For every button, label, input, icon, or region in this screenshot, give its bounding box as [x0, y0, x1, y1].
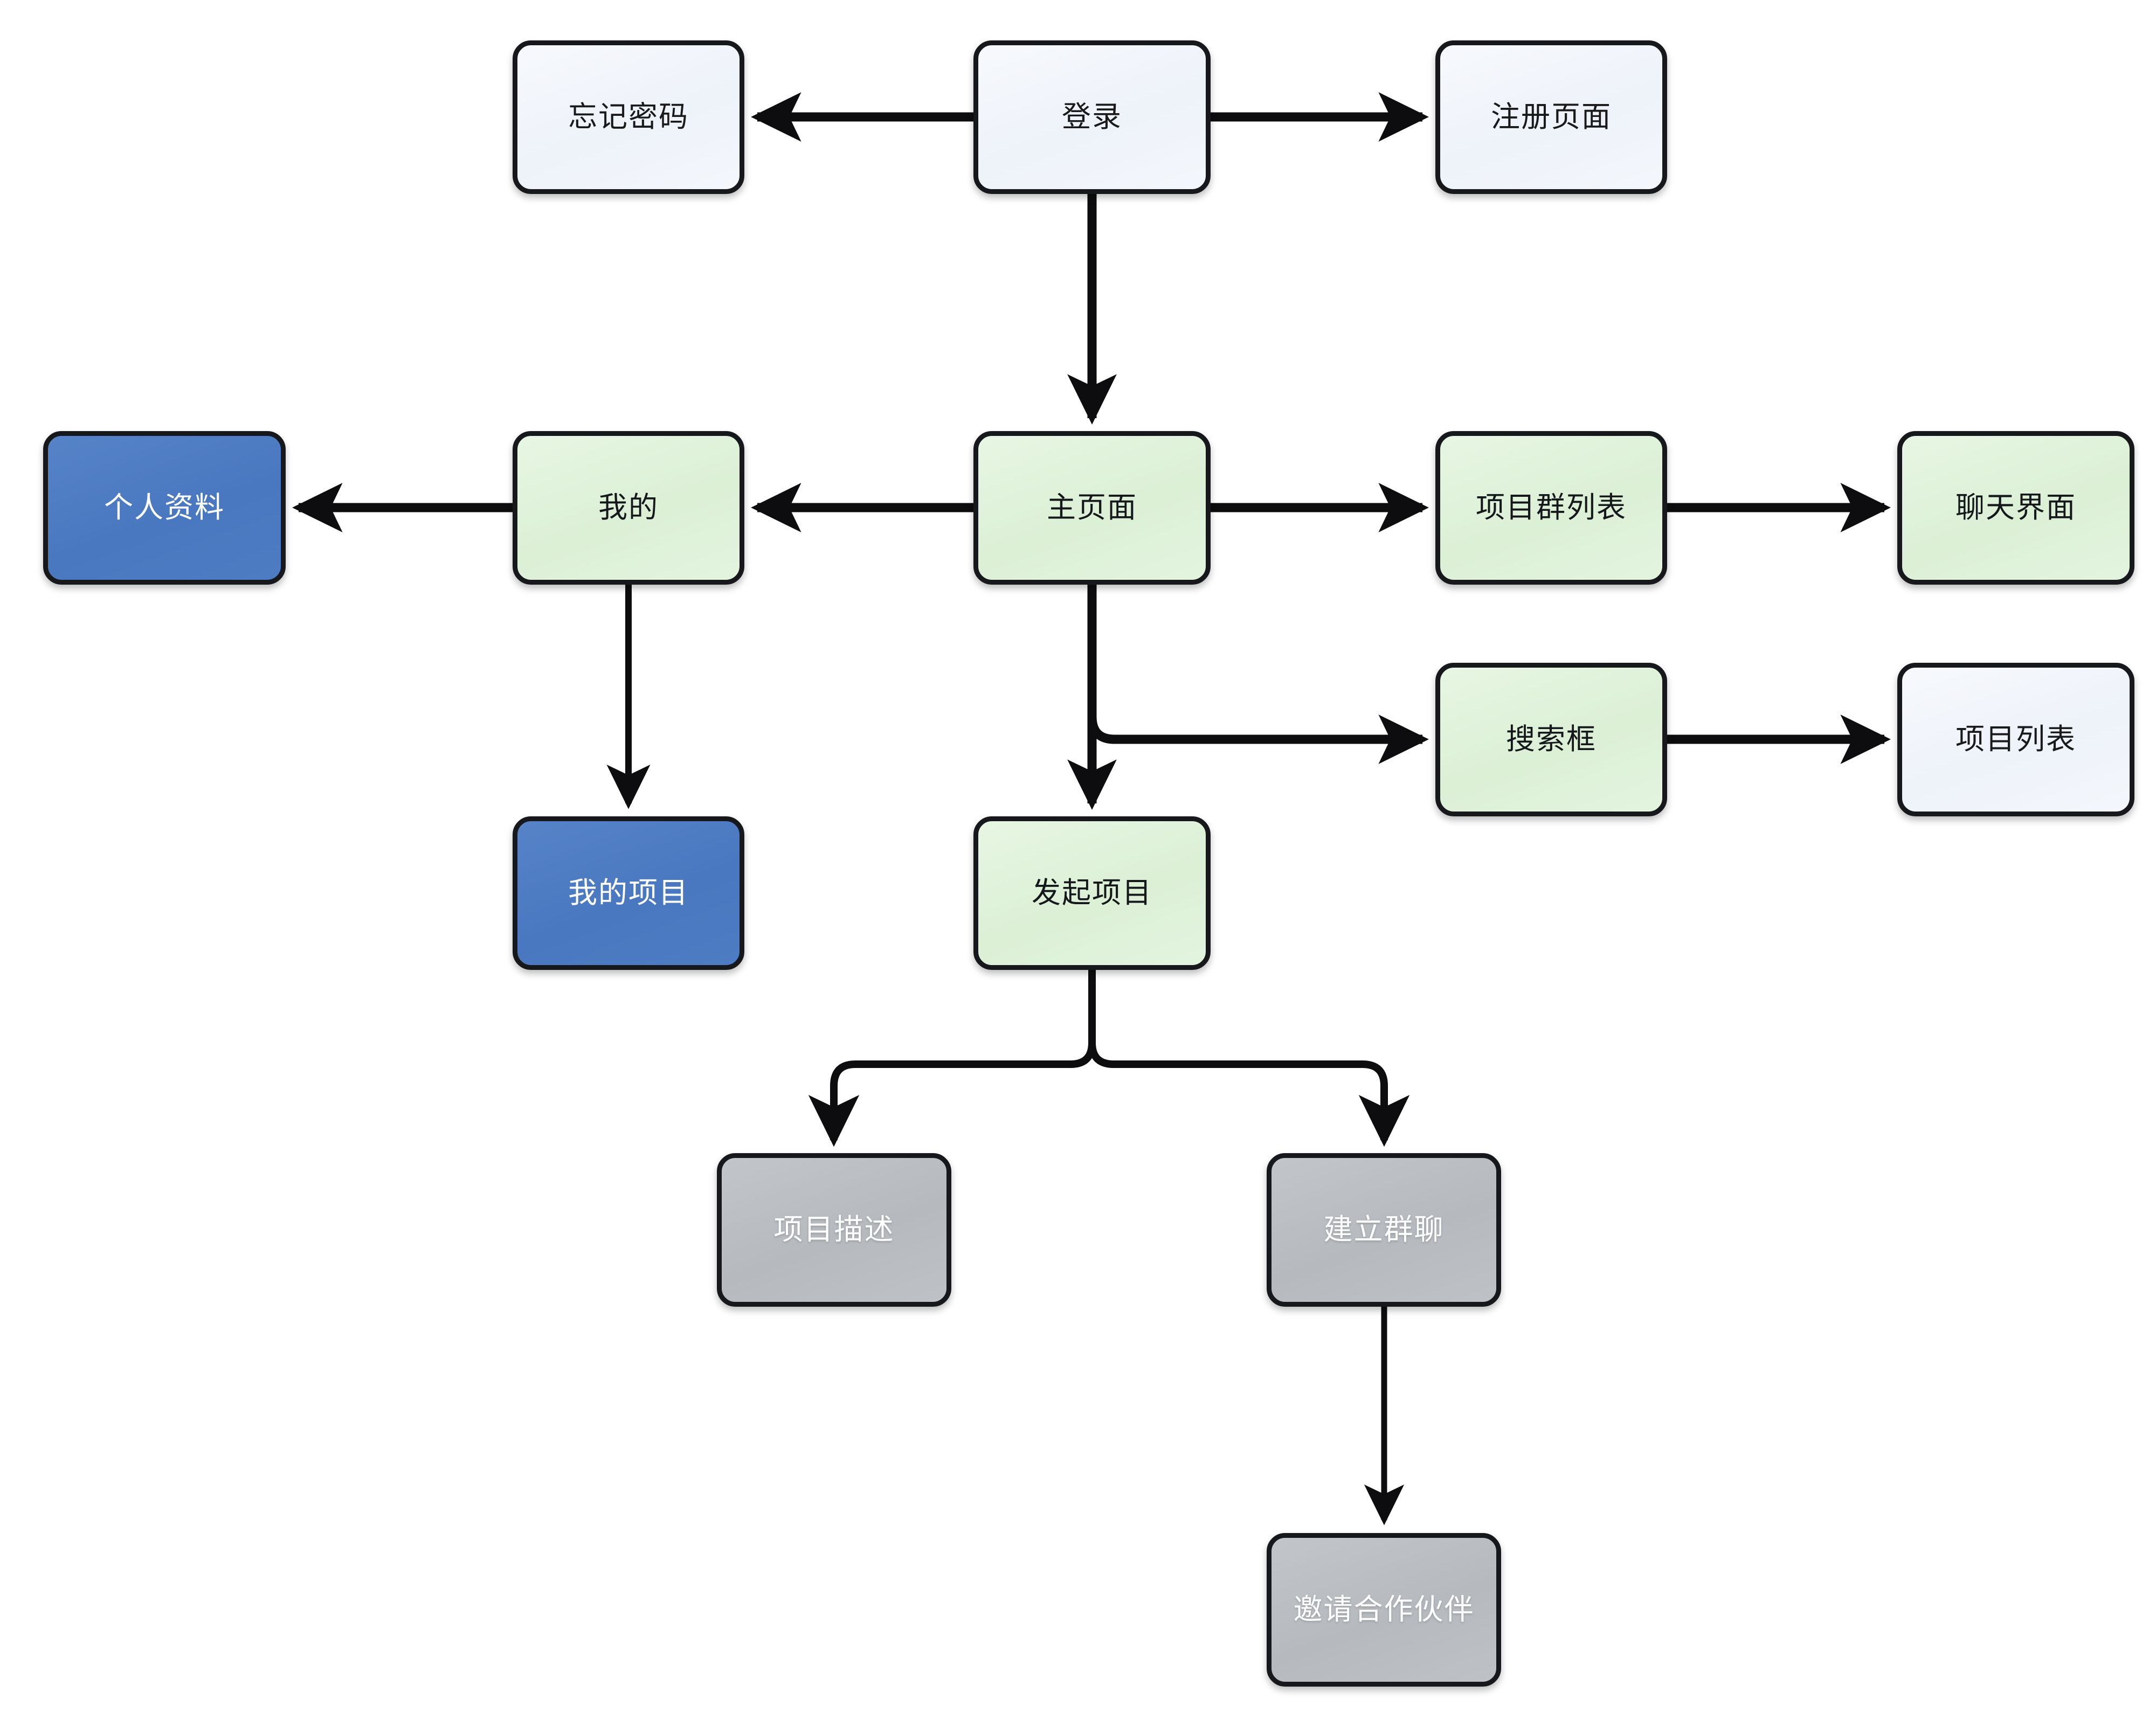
node-label: 建立群聊 — [1323, 1213, 1445, 1246]
edge-main-page-to-search-box — [1087, 585, 1429, 764]
node-login[interactable]: 登录 — [973, 40, 1211, 194]
node-label: 登录 — [1062, 100, 1122, 133]
node-main-page[interactable]: 主页面 — [973, 431, 1211, 585]
node-forgot-password[interactable]: 忘记密码 — [513, 40, 744, 194]
node-register-page[interactable]: 注册页面 — [1435, 40, 1667, 194]
node-label: 聊天界面 — [1955, 491, 2076, 524]
edge-initiate-project-to-create-group-chat — [1088, 1042, 1410, 1147]
node-my-projects[interactable]: 我的项目 — [513, 816, 744, 970]
node-create-group-chat[interactable]: 建立群聊 — [1267, 1153, 1501, 1307]
node-label: 项目列表 — [1955, 723, 2076, 755]
node-label: 项目描述 — [773, 1213, 895, 1246]
node-label: 我的 — [598, 491, 659, 524]
edge-initiate-project-to-project-description — [808, 1042, 1096, 1147]
node-label: 发起项目 — [1032, 876, 1152, 909]
node-label: 我的项目 — [568, 876, 689, 909]
node-project-description[interactable]: 项目描述 — [717, 1153, 951, 1307]
node-invite-partners[interactable]: 邀请合作伙伴 — [1267, 1533, 1501, 1687]
node-label: 主页面 — [1047, 491, 1137, 524]
node-personal-profile[interactable]: 个人资料 — [43, 431, 286, 585]
node-label: 忘记密码 — [568, 100, 689, 133]
node-label: 搜索框 — [1506, 723, 1597, 755]
node-chat-interface[interactable]: 聊天界面 — [1897, 431, 2134, 585]
node-label: 邀请合作伙伴 — [1293, 1593, 1475, 1626]
node-project-list[interactable]: 项目列表 — [1897, 663, 2134, 816]
node-search-box[interactable]: 搜索框 — [1435, 663, 1667, 816]
node-label: 项目群列表 — [1476, 491, 1627, 524]
node-initiate-project[interactable]: 发起项目 — [973, 816, 1211, 970]
node-label: 注册页面 — [1491, 100, 1612, 133]
node-project-group-list[interactable]: 项目群列表 — [1435, 431, 1667, 585]
node-label: 个人资料 — [104, 491, 225, 524]
node-mine[interactable]: 我的 — [513, 431, 744, 585]
